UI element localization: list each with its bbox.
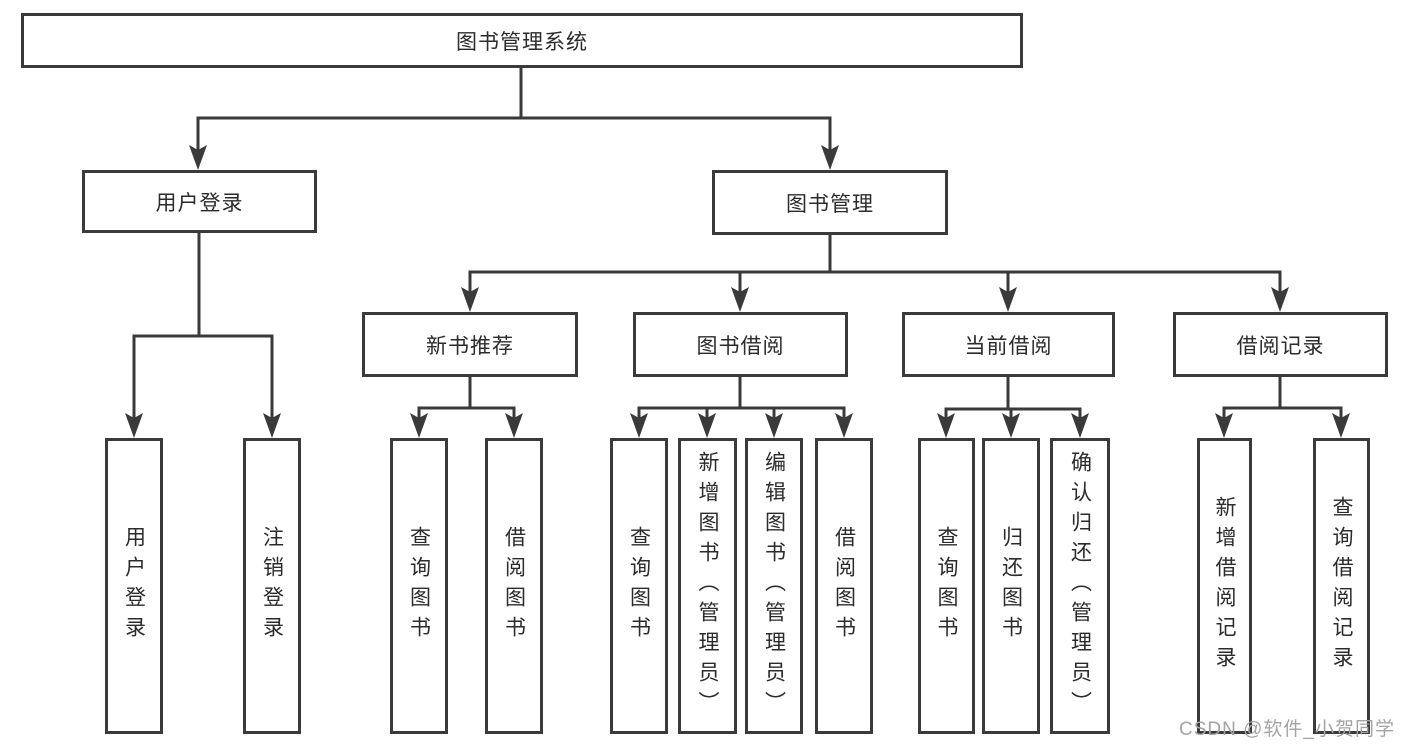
node-leaf-current-return-books-label: 归还图书 — [999, 526, 1023, 646]
node-leaf-user-login-label: 用户登录 — [122, 526, 146, 646]
node-leaf-borrowing-add-books-label: 新增图书（管理员） — [696, 451, 719, 721]
arrowhead-icon — [1002, 413, 1020, 438]
node-leaf-current-confirm-return: 确认归还（管理员） — [1050, 438, 1110, 734]
node-user-login-label: 用户登录 — [155, 191, 244, 215]
node-new-book-recommendation-label: 新书推荐 — [426, 334, 514, 358]
arrowhead-icon — [821, 145, 839, 170]
node-current-borrowing-label: 当前借阅 — [964, 334, 1053, 358]
node-borrowing-records-label: 借阅记录 — [1236, 334, 1325, 358]
node-leaf-borrowing-query-books: 查询图书 — [610, 438, 668, 734]
node-leaf-recommend-query-books-label: 查询图书 — [407, 526, 431, 646]
arrowhead-icon — [189, 145, 207, 170]
watermark: CSDN @软件_小贺同学 — [1179, 719, 1395, 740]
arrowhead-icon — [125, 413, 143, 438]
node-leaf-logout-label: 注销登录 — [260, 526, 284, 646]
node-leaf-current-return-books: 归还图书 — [982, 438, 1040, 734]
node-leaf-recommend-borrow-books: 借阅图书 — [485, 438, 543, 734]
node-book-borrowing-label: 图书借阅 — [696, 334, 785, 358]
node-book-borrowing: 图书借阅 — [633, 312, 848, 377]
edge-recommendation-to-children — [417, 375, 516, 434]
edge-records-to-children — [1222, 375, 1343, 434]
arrowhead-icon — [999, 287, 1017, 312]
arrowhead-icon — [263, 413, 281, 438]
arrowhead-icon — [1271, 287, 1289, 312]
node-current-borrowing: 当前借阅 — [902, 312, 1115, 377]
arrowhead-icon — [505, 413, 523, 438]
node-leaf-recommend-borrow-books-label: 借阅图书 — [502, 526, 526, 646]
node-user-login: 用户登录 — [82, 170, 317, 233]
node-leaf-borrowing-edit-books-label: 编辑图书（管理员） — [762, 451, 786, 721]
node-leaf-records-add-record-label: 新增借阅记录 — [1213, 496, 1236, 676]
arrowhead-icon — [765, 413, 783, 438]
arrowhead-icon — [630, 413, 648, 438]
node-leaf-logout: 注销登录 — [243, 438, 301, 734]
node-leaf-current-query-books-label: 查询图书 — [935, 526, 958, 646]
arrowhead-icon — [937, 413, 955, 438]
arrowhead-icon — [1071, 413, 1089, 438]
node-leaf-recommend-query-books: 查询图书 — [390, 438, 448, 734]
node-leaf-records-query-record-label: 查询借阅记录 — [1330, 496, 1353, 676]
node-book-management-label: 图书管理 — [786, 192, 874, 216]
node-leaf-records-query-record: 查询借阅记录 — [1313, 438, 1370, 734]
node-borrowing-records: 借阅记录 — [1173, 312, 1388, 377]
arrowhead-icon — [461, 287, 479, 312]
arrowhead-icon — [1215, 413, 1233, 438]
node-leaf-borrowing-query-books-label: 查询图书 — [627, 526, 651, 646]
arrowhead-icon — [731, 287, 749, 312]
node-root-label: 图书管理系统 — [456, 30, 588, 54]
edge-root-to-level1 — [196, 66, 832, 166]
node-leaf-borrowing-borrow-books: 借阅图书 — [815, 438, 873, 734]
node-leaf-user-login: 用户登录 — [105, 438, 163, 734]
edge-borrowing-to-children — [637, 375, 846, 434]
node-leaf-records-add-record: 新增借阅记录 — [1197, 438, 1252, 734]
arrowhead-icon — [410, 413, 428, 438]
edge-book-management-to-level2 — [468, 233, 1282, 308]
node-root: 图书管理系统 — [21, 13, 1023, 68]
arrowhead-icon — [698, 413, 716, 438]
node-book-management: 图书管理 — [712, 170, 948, 235]
arrowhead-icon — [1332, 413, 1350, 438]
edge-current-to-children — [944, 375, 1082, 434]
node-leaf-borrowing-add-books: 新增图书（管理员） — [678, 438, 737, 734]
node-leaf-borrowing-borrow-books-label: 借阅图书 — [832, 526, 856, 646]
node-leaf-current-confirm-return-label: 确认归还（管理员） — [1068, 451, 1092, 721]
node-leaf-borrowing-edit-books: 编辑图书（管理员） — [745, 438, 803, 734]
edge-user-login-to-children — [132, 231, 274, 432]
node-new-book-recommendation: 新书推荐 — [362, 312, 578, 377]
node-leaf-current-query-books: 查询图书 — [918, 438, 975, 734]
arrowhead-icon — [835, 413, 853, 438]
